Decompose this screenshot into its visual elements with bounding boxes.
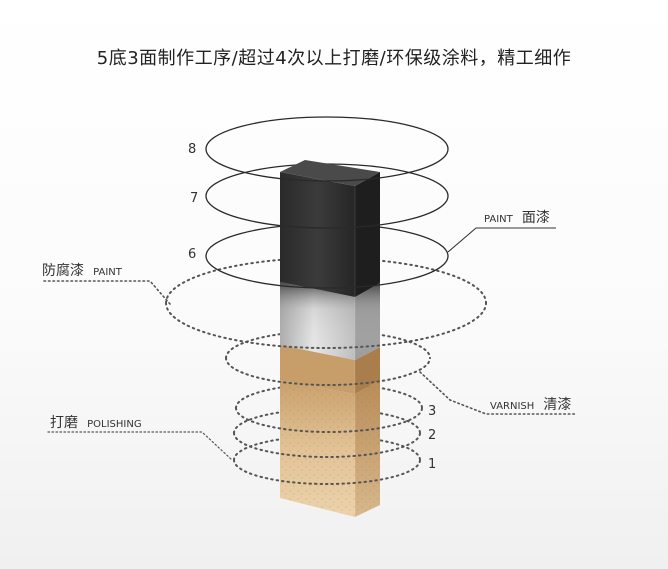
paint-zh: 面漆 (522, 210, 550, 226)
paint-en: PAINT (484, 214, 514, 225)
callout-leaders (43, 227, 577, 461)
polishing-zh: 打磨 (50, 414, 78, 431)
svg-text:打磨 POLISHING: 打磨 POLISHING (50, 412, 142, 431)
ring-number-7: 7 (190, 191, 198, 206)
ring-number-6: 6 (188, 247, 196, 262)
polishing-en: POLISHING (87, 419, 141, 430)
anticorrosion-en: PAINT (93, 267, 123, 278)
page-title: 5底3面制作工序/超过4次以上打磨/环保级涂料，精工细作 (96, 48, 572, 69)
callout-anticorrosion: 防腐漆 PAINT (42, 260, 123, 279)
paint-layer-face (280, 172, 355, 297)
layered-pillar (280, 160, 380, 517)
ring-number-2: 2 (428, 428, 436, 443)
varnish-en: VARNISH (490, 401, 534, 412)
svg-text:VARNISH 清漆: VARNISH 清漆 (490, 394, 571, 413)
ring-number-1: 1 (428, 457, 436, 472)
svg-text:PAINT 面漆: PAINT 面漆 (484, 207, 550, 226)
varnish-zh: 清漆 (543, 397, 571, 413)
callout-paint: PAINT 面漆 (484, 207, 550, 226)
ring-numbers: 8 7 6 3 2 1 (188, 142, 436, 472)
ring-number-8: 8 (188, 142, 196, 157)
paint-layer-top (280, 160, 380, 186)
ring-front-halves (165, 148, 487, 485)
anticorrosion-zh: 防腐漆 (42, 262, 84, 279)
svg-text:防腐漆 PAINT: 防腐漆 PAINT (42, 260, 123, 279)
callout-polishing: 打磨 POLISHING (50, 412, 142, 431)
callout-varnish: VARNISH 清漆 (490, 394, 571, 413)
ring-number-3: 3 (428, 404, 436, 419)
